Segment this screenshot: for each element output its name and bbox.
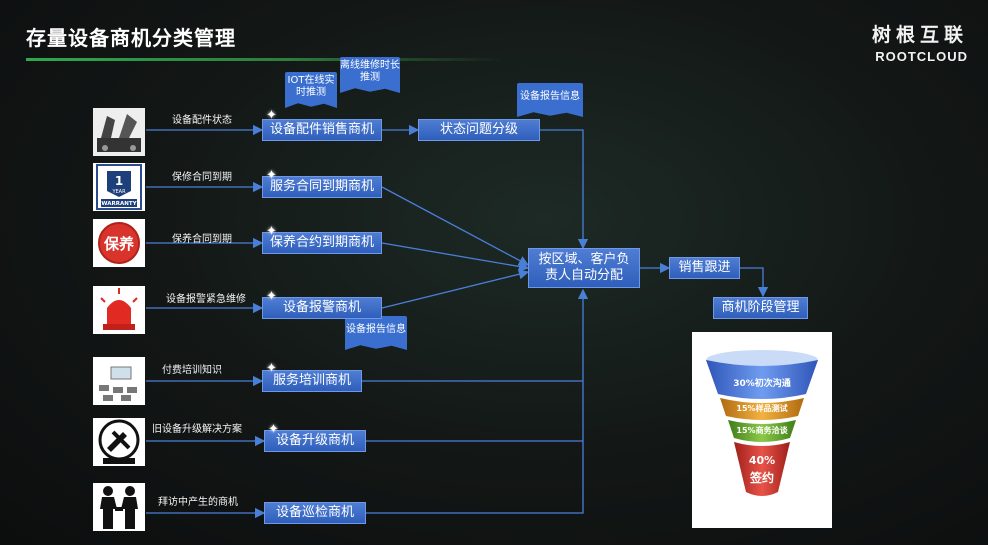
opportunity-box-5[interactable]: 服务培训商机 (262, 370, 362, 392)
note-offline: 离线维修时长推测 (340, 57, 400, 87)
svg-text:WARRANTY: WARRANTY (101, 201, 137, 207)
sparkle-icon: ✦ (268, 422, 279, 437)
note-report-top: 设备报告信息 (517, 83, 583, 111)
svg-text:保养: 保养 (103, 235, 135, 253)
opportunity-box-3[interactable]: 保养合约到期商机 (262, 232, 382, 254)
brand-logo: 树根互联 ROOTCLOUD (872, 20, 968, 64)
svg-text:15%商务洽谈: 15%商务洽谈 (736, 425, 788, 435)
note-report-bottom: 设备报告信息 (345, 316, 407, 344)
upgrade-tools-icon (93, 418, 145, 466)
connector-opp2-to-assign (381, 186, 530, 266)
source-label-5: 付费培训知识 (162, 365, 222, 376)
sparkle-icon: ✦ (266, 289, 277, 304)
connector-grading-to-assign (540, 129, 589, 250)
source-label-3: 保养合同到期 (172, 234, 232, 245)
funnel-stage-2 (720, 398, 804, 420)
svg-text:15%样品测试: 15%样品测试 (736, 403, 787, 413)
sales-follow-box[interactable]: 销售跟进 (669, 257, 740, 279)
handshake-icon (93, 483, 145, 531)
connector-opp3-to-assign (381, 242, 530, 272)
stage-management-box[interactable]: 商机阶段管理 (713, 297, 808, 319)
sparkle-icon: ✦ (266, 108, 277, 123)
source-label-6: 旧设备升级解决方案 (152, 424, 242, 435)
sales-funnel: 30%初次沟通 15%样品测试 15%商务洽谈 40% 签约 (692, 332, 832, 528)
machinery-icon (93, 108, 145, 156)
opportunity-box-1[interactable]: 设备配件销售商机 (262, 119, 382, 141)
opportunity-box-7[interactable]: 设备巡检商机 (264, 502, 366, 524)
connector-opp7-to-assign (366, 288, 589, 514)
source-label-4: 设备报警紧急维修 (166, 294, 246, 305)
source-label-1: 设备配件状态 (172, 115, 232, 126)
connector-opp4-to-assign (381, 269, 530, 309)
training-room-icon (93, 357, 145, 405)
title-underline (26, 58, 504, 61)
svg-text:30%初次沟通: 30%初次沟通 (733, 377, 791, 389)
logo-english: ROOTCLOUD (875, 49, 968, 64)
logo-chinese: 树根互联 (871, 24, 968, 46)
svg-text:YEAR: YEAR (111, 189, 126, 195)
funnel-stage-3 (728, 420, 796, 442)
svg-text:签约: 签约 (749, 470, 774, 485)
note-iot: IOT在线实时推测 (285, 72, 337, 102)
maintenance-seal-icon: 保养 (93, 219, 145, 267)
opportunity-box-2[interactable]: 服务合同到期商机 (262, 176, 382, 198)
source-label-7: 拜访中产生的商机 (158, 497, 238, 508)
alarm-light-icon (93, 286, 145, 334)
connector-follow-to-stage (740, 267, 769, 298)
funnel-stage-1 (706, 360, 818, 399)
svg-text:40%: 40% (749, 454, 775, 467)
opportunity-box-4[interactable]: 设备报警商机 (262, 297, 382, 319)
page-title: 存量设备商机分类管理 (26, 26, 236, 50)
sparkle-icon: ✦ (266, 224, 277, 239)
sparkle-icon: ✦ (266, 168, 277, 183)
svg-text:1: 1 (115, 174, 123, 188)
warranty-badge-icon: 1 YEAR WARRANTY (93, 163, 145, 211)
funnel-stage-4 (734, 442, 790, 496)
grading-box[interactable]: 状态问题分级 (418, 119, 540, 141)
opportunity-box-6[interactable]: 设备升级商机 (264, 430, 366, 452)
auto-assign-box[interactable]: 按区域、客户负责人自动分配 (528, 248, 640, 288)
source-label-2: 保修合同到期 (172, 172, 232, 183)
sparkle-icon: ✦ (266, 361, 277, 376)
